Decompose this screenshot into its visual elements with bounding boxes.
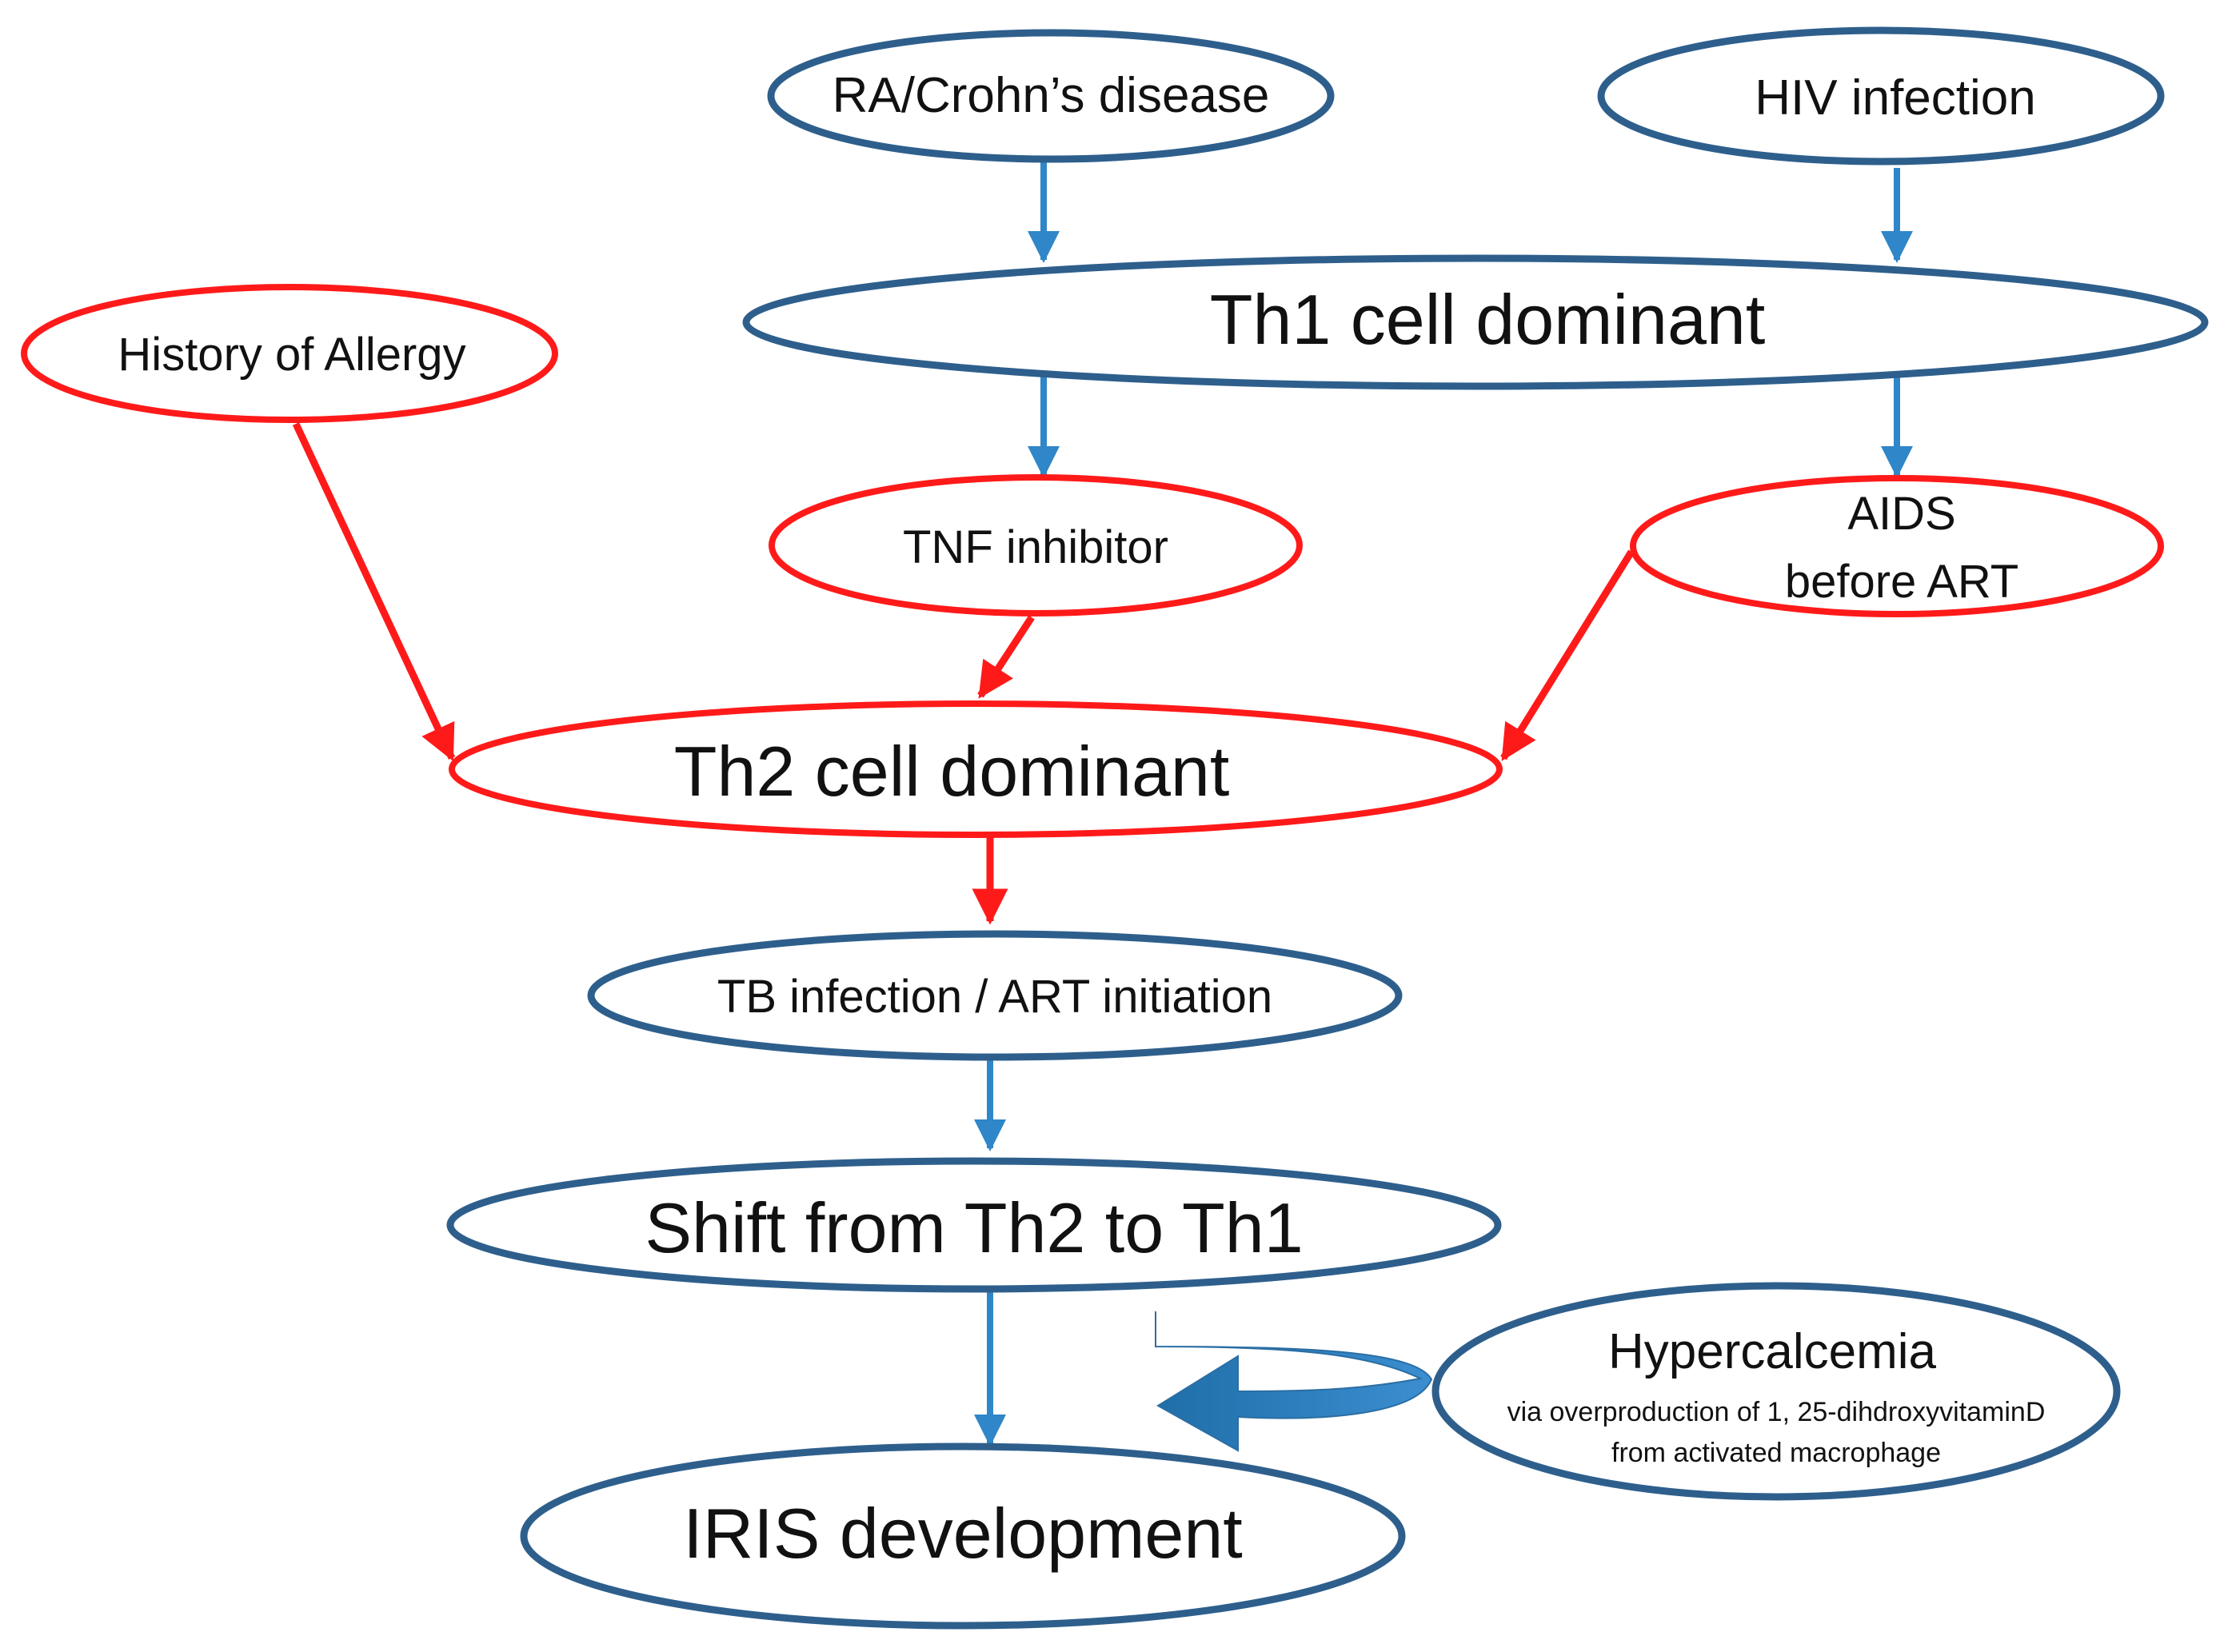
hypercalcemia-line2: from activated macrophage <box>1611 1438 1941 1468</box>
node-hiv-infection: HIV infection <box>1597 26 2165 166</box>
node-ra-crohns: RA/Crohn’s disease <box>767 29 1335 163</box>
node-history-allergy: History of Allergy <box>21 284 558 423</box>
curved-arrow-hypercalcemia-to-iris <box>1155 1311 1433 1452</box>
node-th1-dominant: Th1 cell dominant <box>742 254 2209 390</box>
aids-label-line2: before ART <box>1785 556 2018 608</box>
tb-art-label: TB infection / ART initiation <box>717 971 1272 1023</box>
hiv-infection-label: HIV infection <box>1755 70 2036 126</box>
ra-crohns-label: RA/Crohn’s disease <box>833 68 1270 123</box>
tnf-inhibitor-label: TNF inhibitor <box>903 521 1168 573</box>
iris-label: IRIS development <box>683 1494 1243 1573</box>
history-allergy-label: History of Allergy <box>118 329 465 381</box>
hypercalcemia-line1: via overproduction of 1, 25-dihdroxyvita… <box>1507 1397 2046 1427</box>
hypercalcemia-title: Hypercalcemia <box>1608 1324 1937 1379</box>
node-th2-dominant: Th2 cell dominant <box>449 700 1503 838</box>
arrow-aids-to-th2 <box>1500 549 1635 761</box>
th2-dominant-label: Th2 cell dominant <box>674 732 1230 811</box>
node-tnf-inhibitor: TNF inhibitor <box>769 474 1303 617</box>
shift-label: Shift from Th2 to Th1 <box>645 1188 1303 1267</box>
node-tb-art: TB infection / ART initiation <box>587 930 1403 1061</box>
aids-label-line1: AIDS <box>1847 488 1955 540</box>
node-hypercalcemia: Hypercalcemia via overproduction of 1, 2… <box>1431 1282 2121 1501</box>
arrow-allergy-to-th2 <box>292 422 456 762</box>
node-iris: IRIS development <box>520 1443 1406 1630</box>
node-shift: Shift from Th2 to Th1 <box>446 1157 1502 1293</box>
th1-dominant-label: Th1 cell dominant <box>1210 280 1766 359</box>
node-aids-before-art: AIDS before ART <box>1630 475 2164 617</box>
arrow-tnf-to-th2 <box>977 615 1035 699</box>
